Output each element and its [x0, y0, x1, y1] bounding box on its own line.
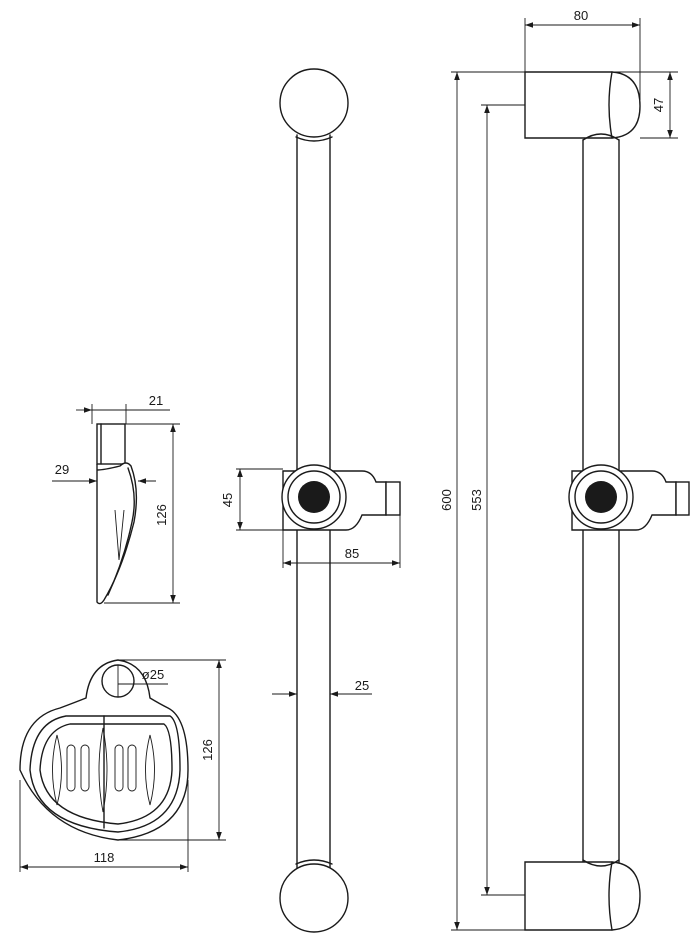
dim-inner-length-label: 553: [469, 489, 484, 511]
side-slider-nozzle: [675, 481, 690, 516]
dim-dish-side-height-label: 126: [154, 504, 169, 526]
dim-dish-side-top-label: 21: [149, 393, 163, 408]
slide-bar-side-view: [524, 71, 690, 931]
dimension-holder-height: 47: [612, 71, 678, 139]
dim-slider-height-label: 45: [220, 493, 235, 507]
dimension-dish-front-height: 126: [118, 659, 226, 841]
dish-drain-slots: [52, 715, 155, 829]
top-holder: [524, 71, 641, 141]
dimension-inner-length: 553: [469, 104, 525, 896]
dim-holder-width-label: 80: [574, 8, 588, 23]
top-wall-mount: [279, 68, 349, 138]
dim-total-length-label: 600: [439, 489, 454, 511]
slider-nozzle: [385, 481, 401, 516]
dimension-dish-side-height: 126: [104, 423, 180, 604]
dimension-total-length: 600: [439, 71, 525, 931]
soap-dish-front-view: [19, 659, 189, 841]
dim-dish-front-height-label: 126: [200, 739, 215, 761]
side-slider-knob-center: [585, 481, 617, 513]
slider-knob-center: [298, 481, 330, 513]
bottom-holder: [524, 859, 641, 931]
dimension-dish-front-width: 118: [19, 780, 189, 872]
side-slider: [568, 464, 690, 531]
dimension-dish-side-top: 21: [76, 393, 170, 424]
bottom-wall-mount: [279, 863, 349, 933]
dimension-dish-side-offset: 29: [52, 462, 156, 484]
dim-bar-diameter-label: 25: [355, 678, 369, 693]
dimension-dish-ring: ø25: [117, 665, 168, 697]
dimension-bar-diameter: 25: [272, 678, 372, 697]
dim-slider-width-label: 85: [345, 546, 359, 561]
dim-dish-ring-label: ø25: [142, 667, 164, 682]
dimension-slider-width: 85: [282, 515, 401, 568]
soap-dish-side-view: [96, 423, 138, 605]
slider: [281, 464, 401, 531]
dimension-holder-width: 80: [524, 8, 641, 100]
dim-dish-front-width-label: 118: [94, 850, 115, 865]
dim-dish-side-offset-label: 29: [55, 462, 69, 477]
slide-bar-front-view: [279, 68, 401, 933]
dim-holder-height-label: 47: [651, 98, 666, 112]
dimension-slider-height: 45: [220, 468, 283, 531]
